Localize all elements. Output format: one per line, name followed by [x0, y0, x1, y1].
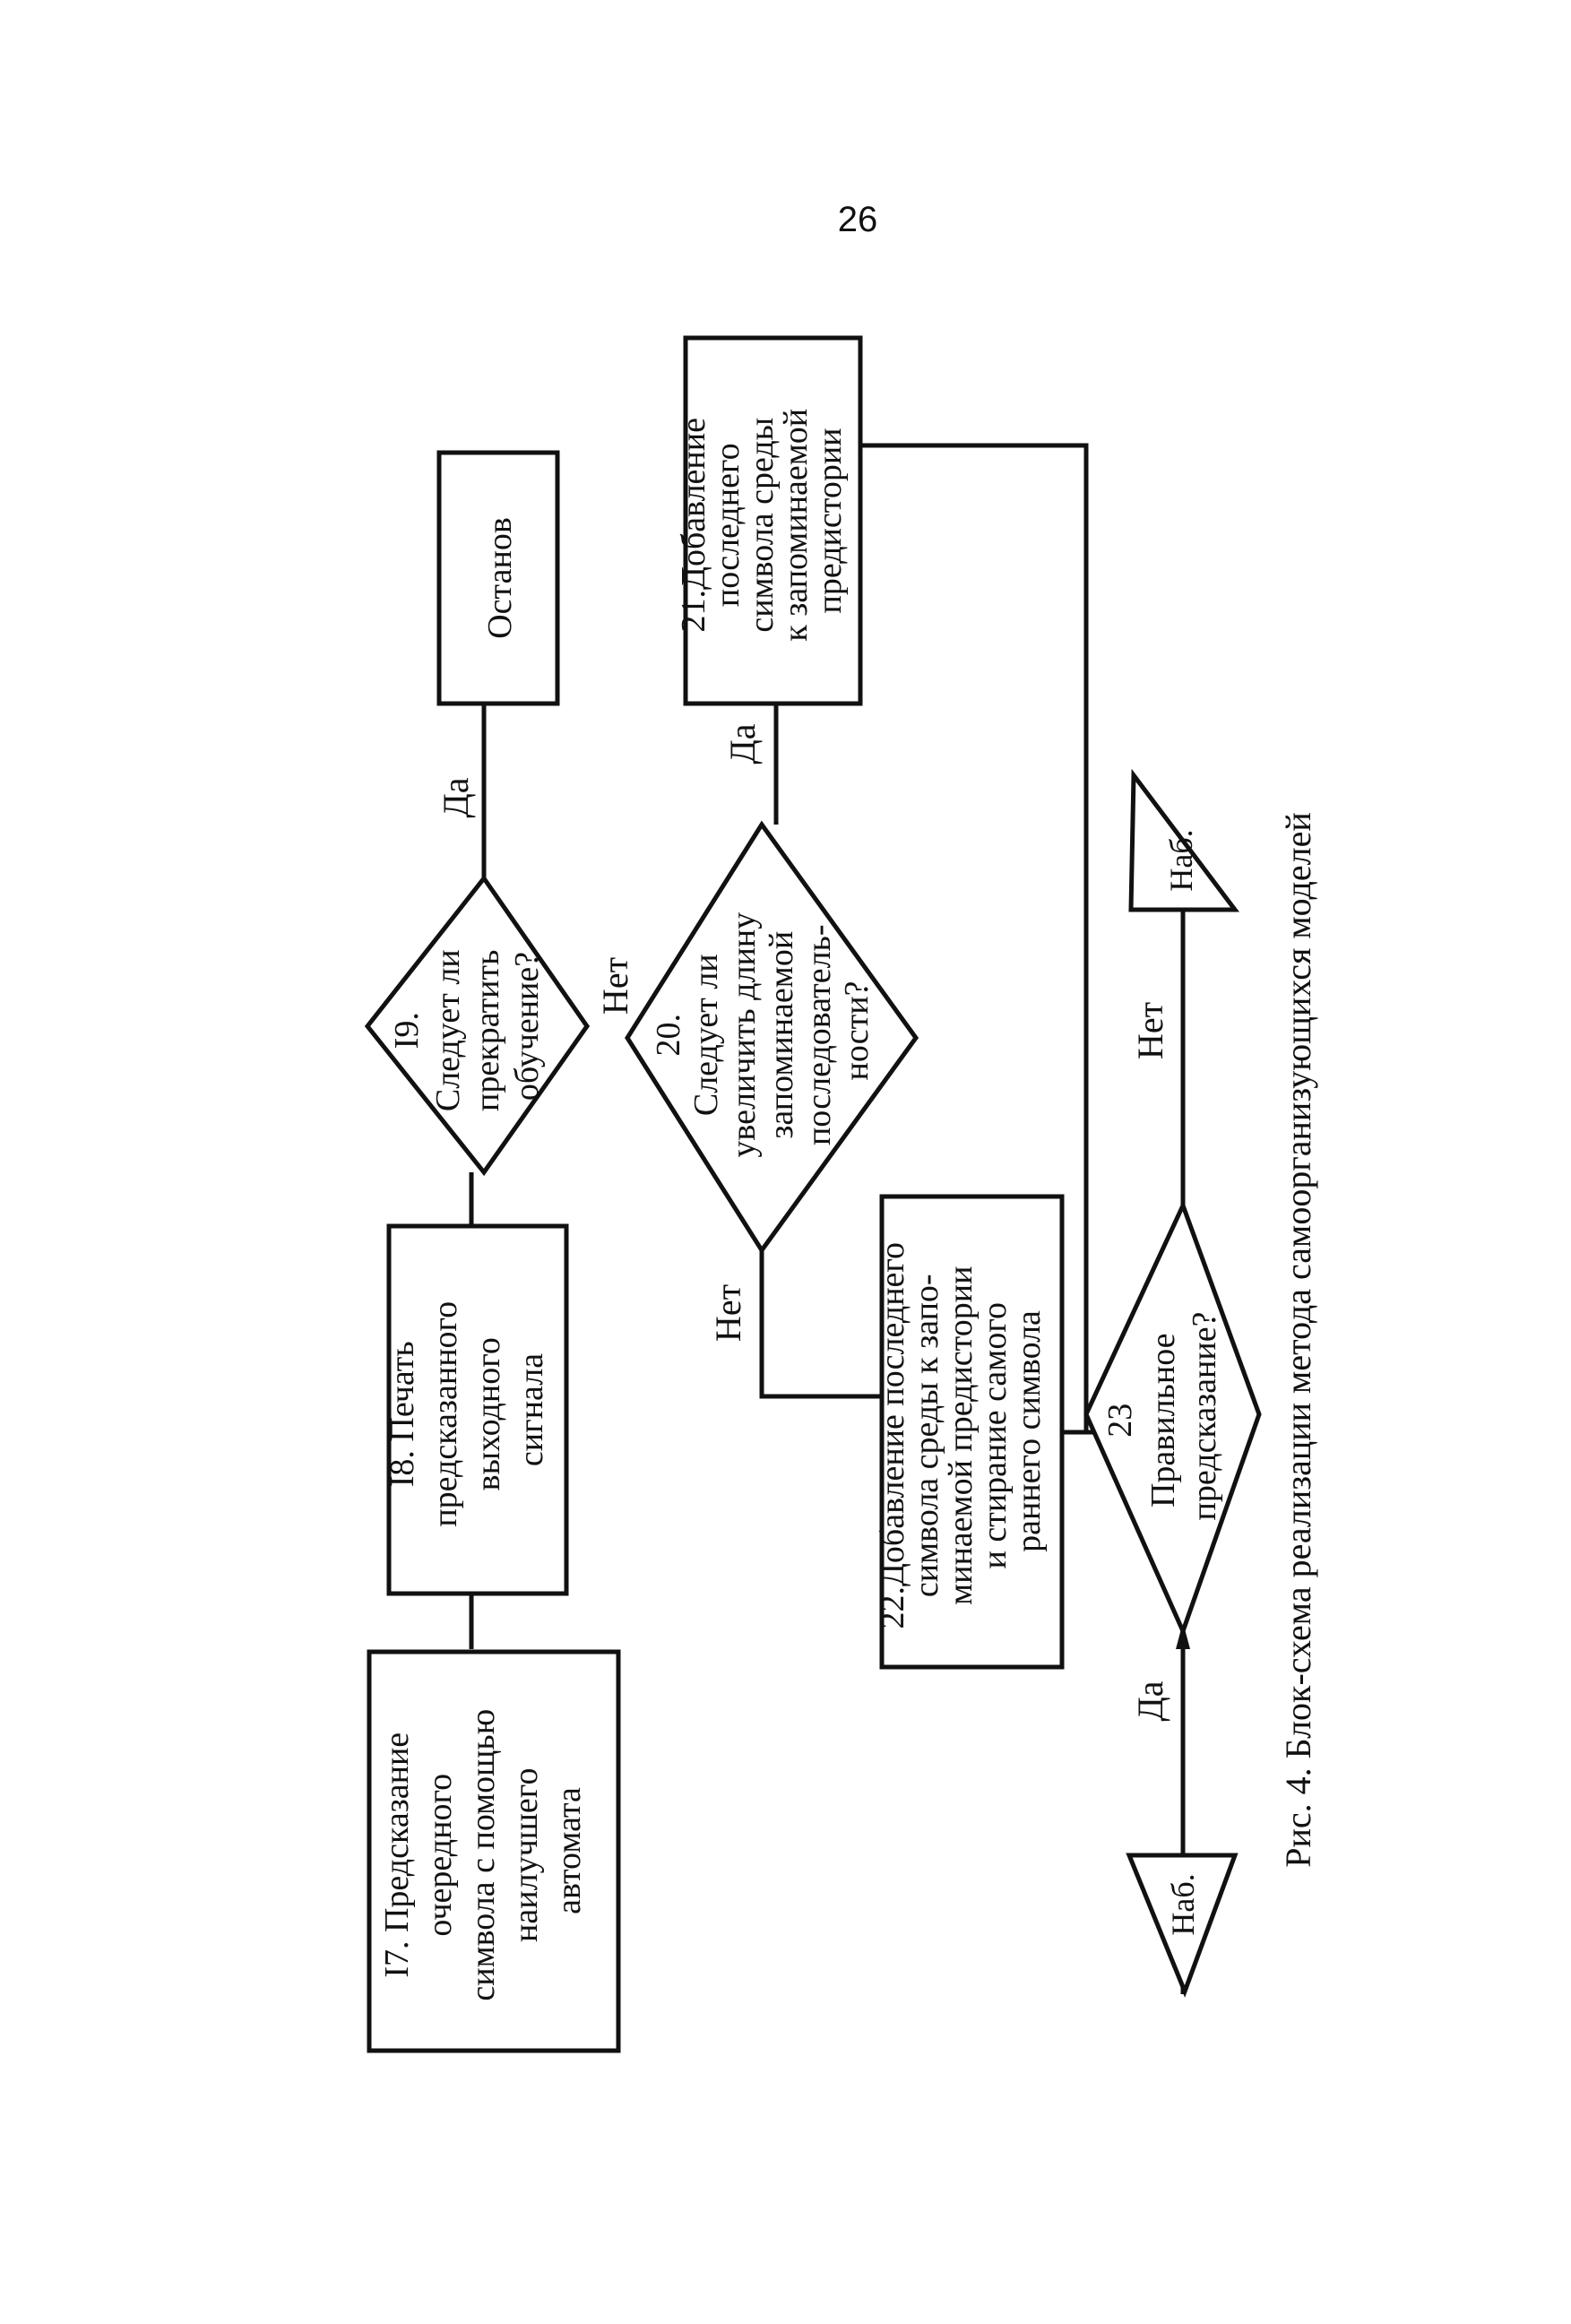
block-21-line-3: символа среды — [743, 418, 781, 633]
block-22: 22.Добавление последнего символа среды к… — [874, 1194, 1065, 1670]
block-19-line-1: I9. — [388, 1012, 426, 1049]
block-18-text: I8. Печать предсказанного выходного сигн… — [384, 1292, 550, 1526]
block-20-line-3: увеличить длину — [725, 912, 763, 1158]
block-20-text: 20. Следует ли увеличить длину запоминае… — [650, 903, 876, 1157]
block-22-box — [879, 1194, 1065, 1670]
flowchart: I7. Предсказание очередного символа с по… — [364, 335, 1318, 2053]
block-22-line-4: и стирание самого — [976, 1302, 1014, 1568]
label-23-yes: Да — [1130, 1680, 1170, 1721]
connector-right-triangle — [1128, 768, 1240, 912]
block-21-line-2: последнего — [709, 443, 747, 607]
block-22-line-5: раннего символа — [1010, 1310, 1048, 1552]
block-23-line-2: Правильное — [1144, 1333, 1182, 1508]
block-18-line-3: выходного — [470, 1337, 507, 1490]
block-17-box — [367, 1649, 621, 2053]
block-17-text: I7. Предсказание очередного символа с по… — [378, 1700, 588, 2000]
connector-left-triangle — [1126, 1853, 1239, 1998]
block-21-line-5: предистории — [811, 428, 849, 613]
block-21-text: 21.Добавление последнего символа среды к… — [675, 400, 849, 641]
block-21: 21.Добавление последнего символа среды к… — [675, 335, 863, 706]
block-23-line-3: предсказание? — [1186, 1312, 1223, 1521]
block-20-diamond — [625, 820, 919, 1255]
block-19-line-3: прекратить — [469, 950, 506, 1111]
block-19-line-4: обучение? — [508, 952, 546, 1101]
block-21-box — [683, 335, 863, 706]
connector-left-label: Наб. — [1165, 1873, 1201, 1935]
block-22-line-1: 22.Добавление последнего — [874, 1242, 911, 1629]
block-19-line-2: Следует ли — [429, 949, 467, 1111]
block-17-line-3: символа с помощью — [464, 1709, 502, 2001]
block-19-diamond — [364, 874, 591, 1177]
block-20-decision: 20. Следует ли увеличить длину запоминае… — [625, 820, 919, 1255]
block-stop-text: Останов — [481, 517, 519, 639]
block-17-line-2: очередного — [421, 1774, 459, 1937]
figure-caption: Рис. 4. Блок-схема реализации метода сам… — [1278, 812, 1318, 1868]
block-17: I7. Предсказание очередного символа с по… — [367, 1649, 621, 2053]
block-19-text: I9. Следует ли прекратить обучение? — [388, 941, 546, 1111]
block-stop-box — [436, 450, 560, 706]
block-stop: Останов — [436, 450, 560, 706]
block-18-box — [386, 1223, 569, 1596]
label-19-yes: Да — [436, 777, 476, 817]
connector-right-label: Наб. — [1163, 829, 1199, 891]
block-23-text: 23 Правильное предсказание? — [1101, 1312, 1223, 1521]
edge-20-22 — [759, 1250, 882, 1399]
block-18-line-2: предсказанного — [427, 1301, 464, 1527]
block-23-decision: 23 Правильное предсказание? — [1083, 1199, 1262, 1637]
block-23-line-1: 23 — [1101, 1404, 1139, 1438]
block-20-line-5: последователь- — [800, 924, 838, 1145]
label-23-no: Нет — [1130, 1002, 1170, 1059]
block-18-line-1: I8. Печать — [384, 1341, 421, 1487]
block-20-line-1: 20. — [650, 1014, 687, 1057]
block-21-line-4: к запоминаемой — [777, 409, 815, 642]
block-17-line-1: I7. Предсказание — [378, 1732, 416, 1978]
block-18-line-4: сигнала — [513, 1353, 550, 1466]
page-number: 26 — [838, 200, 878, 239]
block-22-line-3: минаемой предистории — [942, 1266, 980, 1605]
block-20-line-4: запоминаемой — [763, 931, 800, 1139]
block-20-line-2: Следует ли — [687, 954, 725, 1116]
block-20-line-6: ности? — [838, 981, 876, 1081]
connector-left: Наб. — [1126, 1853, 1239, 1998]
connector-right: Наб. — [1128, 768, 1240, 912]
block-19-decision: I9. Следует ли прекратить обучение? — [364, 874, 591, 1177]
block-23-diamond — [1083, 1199, 1262, 1637]
label-20-yes: Да — [722, 723, 763, 764]
block-22-text: 22.Добавление последнего символа среды к… — [874, 1233, 1048, 1629]
block-17-line-5: автомата — [550, 1787, 588, 1914]
block-21-line-1: 21.Добавление — [675, 418, 712, 632]
label-20-no: Нет — [708, 1284, 748, 1342]
block-22-line-2: символа среды к запо- — [908, 1274, 945, 1597]
label-19-no: Нет — [595, 957, 635, 1015]
block-18: I8. Печать предсказанного выходного сигн… — [384, 1223, 569, 1596]
block-17-line-4: наилучшего — [507, 1768, 545, 1942]
